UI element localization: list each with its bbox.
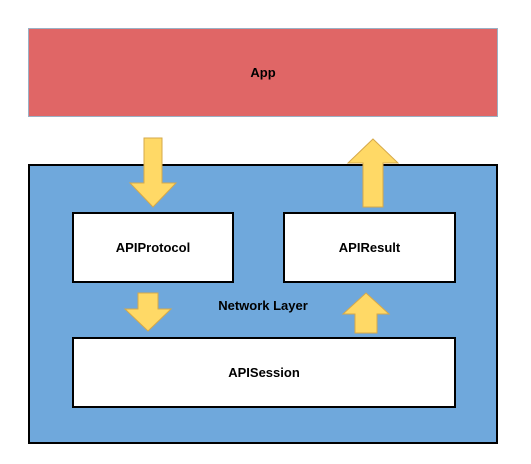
api-session-label: APISession [228,365,300,380]
api-protocol-label: APIProtocol [115,240,191,255]
api-result-box: APIResult [283,212,456,283]
arrow-down-small-icon [123,292,173,332]
app-label: App [250,65,276,80]
api-session-box: APISession [72,337,456,408]
app-box: App [28,28,498,117]
network-layer-label: Network Layer [218,298,308,313]
arrow-down-icon [128,137,178,208]
arrow-up-small-icon [341,292,391,334]
arrow-up-icon [346,138,400,208]
api-result-label: APIResult [338,240,401,255]
api-protocol-box: APIProtocol [72,212,234,283]
